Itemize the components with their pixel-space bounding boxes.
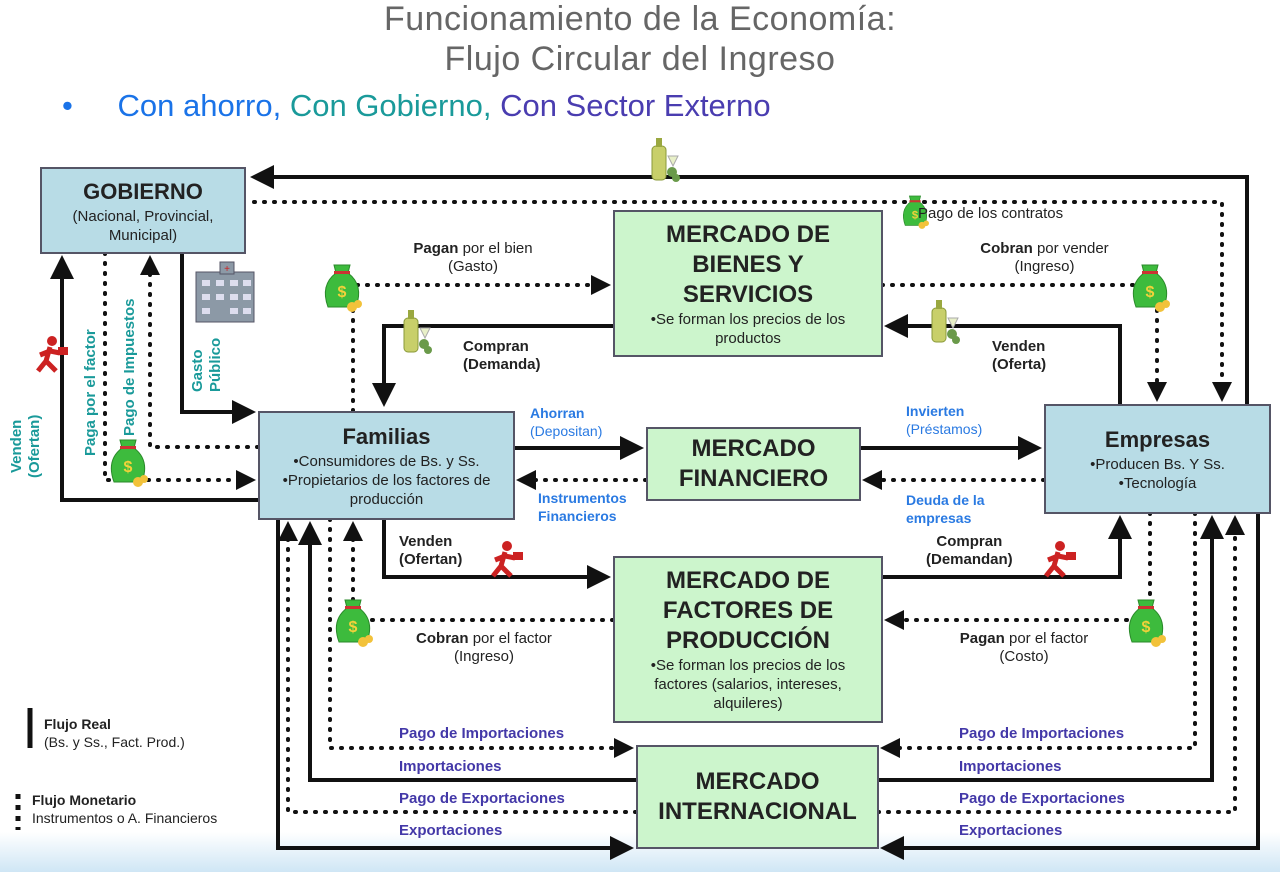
flow-importaciones-empresas [878,515,1224,782]
flow-gasto-publico [180,253,256,424]
label-invierten: Invierten(Préstamos) [906,403,983,437]
subtitle-gobierno: Con Gobierno, [289,88,492,123]
flow-pago-import-empresas [880,511,1197,758]
bullet: • [62,88,73,123]
label-exportaciones-izq: Exportaciones [399,822,503,839]
flow-pago-import-familias [328,517,634,758]
label-pago-importaciones-der: Pago de Importaciones [959,725,1125,742]
box-mercado-factores: MERCADO DE FACTORES DE PRODUCCIÓN •Se fo… [613,556,883,723]
empresas-sub2: •Tecnología [1118,475,1197,492]
flow-exportaciones-empresas [880,513,1260,860]
familias-title: Familias [342,424,431,449]
box-familias: Familias •Consumidores de Bs. y Ss. •Pro… [258,411,515,520]
label-cobran-factor: Cobran por el factor(Ingreso) [416,630,552,665]
title-line1: Funcionamiento de la Economía: [383,0,897,38]
flow-compran-demanda [372,324,613,407]
flow-pago-export-empresas [876,515,1245,814]
bienes-sub: •Se forman los precios de los productos [650,310,846,347]
flow-exportaciones-familias [276,519,634,860]
box-empresas: Empresas •Producen Bs. Y Ss. •Tecnología [1044,404,1271,514]
label-venden-oferta: Venden(Oferta) [992,338,1047,373]
label-pago-importaciones-izq: Pago de Importaciones [399,725,565,742]
flow-venden-factores [382,519,611,589]
flow-pago-export-familias [278,521,638,814]
label-exportaciones-der: Exportaciones [959,822,1063,839]
flow-pago-contratos [252,200,1232,402]
flow-pagan-factor [884,511,1152,630]
label-compran-factores: Compran(Demandan) [926,533,1013,568]
familias-sub2: •Propietarios de los factores de producc… [282,472,491,508]
flow-real-empresas-gobierno [250,165,1249,404]
factores-title: MERCADO DE FACTORES DE PRODUCCIÓN [662,567,834,654]
label-pago-contratos: Pago de los contratos [918,205,1064,222]
gobierno-title: GOBIERNO [83,178,203,204]
flow-importaciones-familias [298,521,636,782]
label-pagan-bien: Pagan por el bien(Gasto) [413,240,533,275]
flow-pagan-bien [351,275,611,413]
label-pago-exportaciones-izq: Pago de Exportaciones [399,790,565,807]
familias-sub1: •Consumidores de Bs. y Ss. [293,453,480,470]
label-ahorran: Ahorran(Depositan) [530,405,603,439]
empresas-sub1: •Producen Bs. Y Ss. [1090,456,1225,473]
bienes-title: MERCADO DE BIENES Y SERVICIOS [665,220,830,308]
box-mercado-financiero: MERCADO FINANCIERO [646,427,861,501]
label-venden-factores: Venden(Ofertan) [399,533,463,568]
gobierno-sub: (Nacional, Provincial, Municipal) [72,207,214,244]
label-venden-gobierno: Venden(Ofertan) [8,414,43,478]
subtitle: • Con ahorro, Con Gobierno, Con Sector E… [62,88,771,124]
label-importaciones-der: Importaciones [959,758,1062,775]
box-mercado-internacional: MERCADO INTERNACIONAL [636,745,879,849]
label-pagan-factor: Pagan por el factor(Costo) [959,630,1089,665]
legend-flujo-real: Flujo Real(Bs. y Ss., Fact. Prod.) [44,716,185,750]
factores-sub: •Se forman los precios de los factores (… [650,657,846,712]
financiero-title: MERCADO FINANCIERO [678,435,829,492]
subtitle-externo: Con Sector Externo [500,88,771,123]
internacional-title: MERCADO INTERNACIONAL [658,768,857,825]
title-line2: Flujo Circular del Ingreso [444,40,836,78]
flow-cobran-factor [343,521,615,622]
label-pago-exportaciones-der: Pago de Exportaciones [959,790,1125,807]
subtitle-ahorro: Con ahorro, [117,88,282,123]
flow-venden-oferta [884,314,1122,404]
label-importaciones-izq: Importaciones [399,758,502,775]
label-paga-factor: Paga por el factor [82,329,99,456]
box-gobierno: GOBIERNO (Nacional, Provincial, Municipa… [40,167,246,254]
label-pago-impuestos: Pago de Impuestos [121,298,138,436]
empresas-title: Empresas [1104,427,1211,452]
label-compran-demanda: Compran(Demanda) [463,338,541,373]
label-cobran-vender: Cobran por vender(Ingreso) [980,240,1109,275]
flow-pago-impuestos [140,255,260,449]
flow-cobran-vender [880,283,1167,402]
flow-compran-factores [882,515,1132,579]
box-mercado-bienes: MERCADO DE BIENES Y SERVICIOS •Se forman… [613,210,883,357]
